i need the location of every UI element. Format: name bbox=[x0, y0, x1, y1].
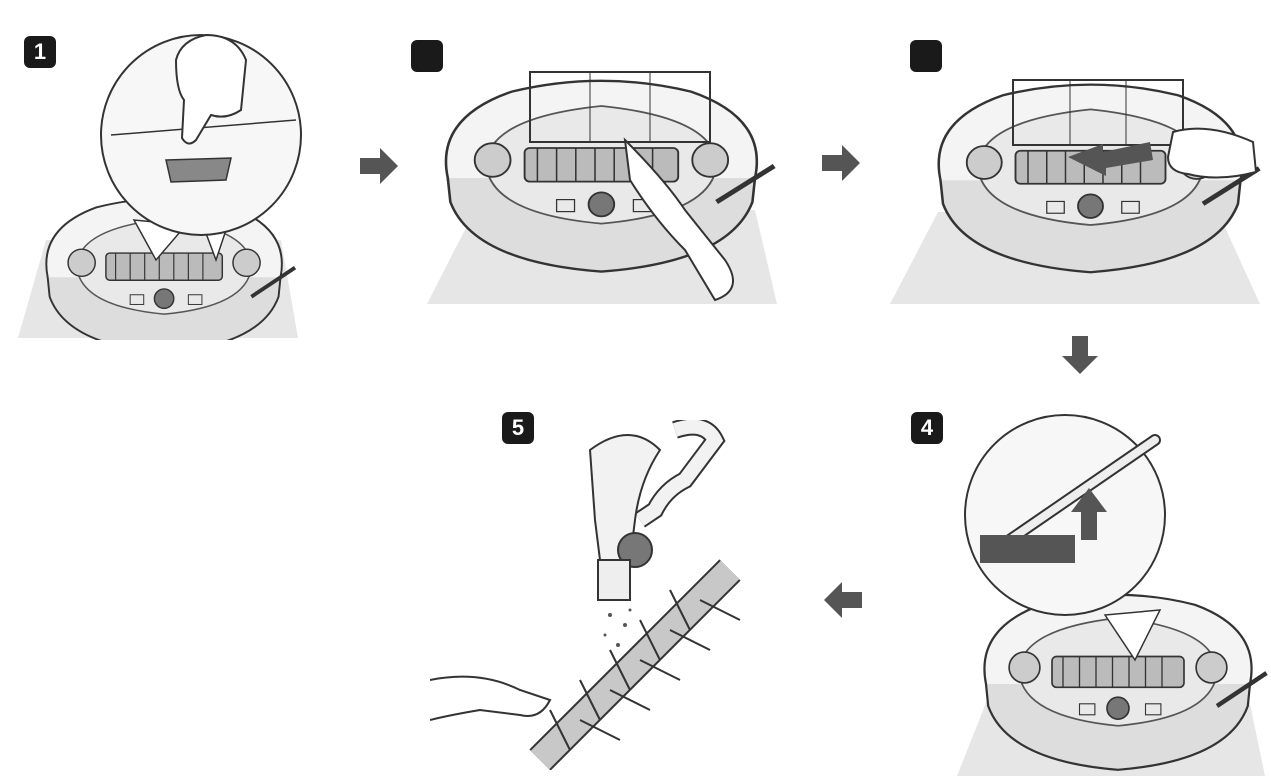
step-2-illustration bbox=[425, 60, 785, 305]
arrow-right-1 bbox=[360, 148, 400, 186]
step-1-badge: 1 bbox=[24, 36, 56, 68]
arrow-right-2 bbox=[822, 145, 862, 183]
step-1-illustration bbox=[16, 20, 306, 340]
arrow-down bbox=[1062, 336, 1100, 376]
step-2-badge bbox=[411, 40, 443, 72]
step-5-badge: 5 bbox=[502, 412, 534, 444]
step-4-badge: 4 bbox=[911, 412, 943, 444]
step-3-illustration bbox=[888, 62, 1263, 307]
step-5-illustration bbox=[430, 420, 750, 770]
step-4-illustration bbox=[955, 410, 1271, 778]
step-3-badge bbox=[910, 40, 942, 72]
arrow-left bbox=[824, 582, 864, 620]
